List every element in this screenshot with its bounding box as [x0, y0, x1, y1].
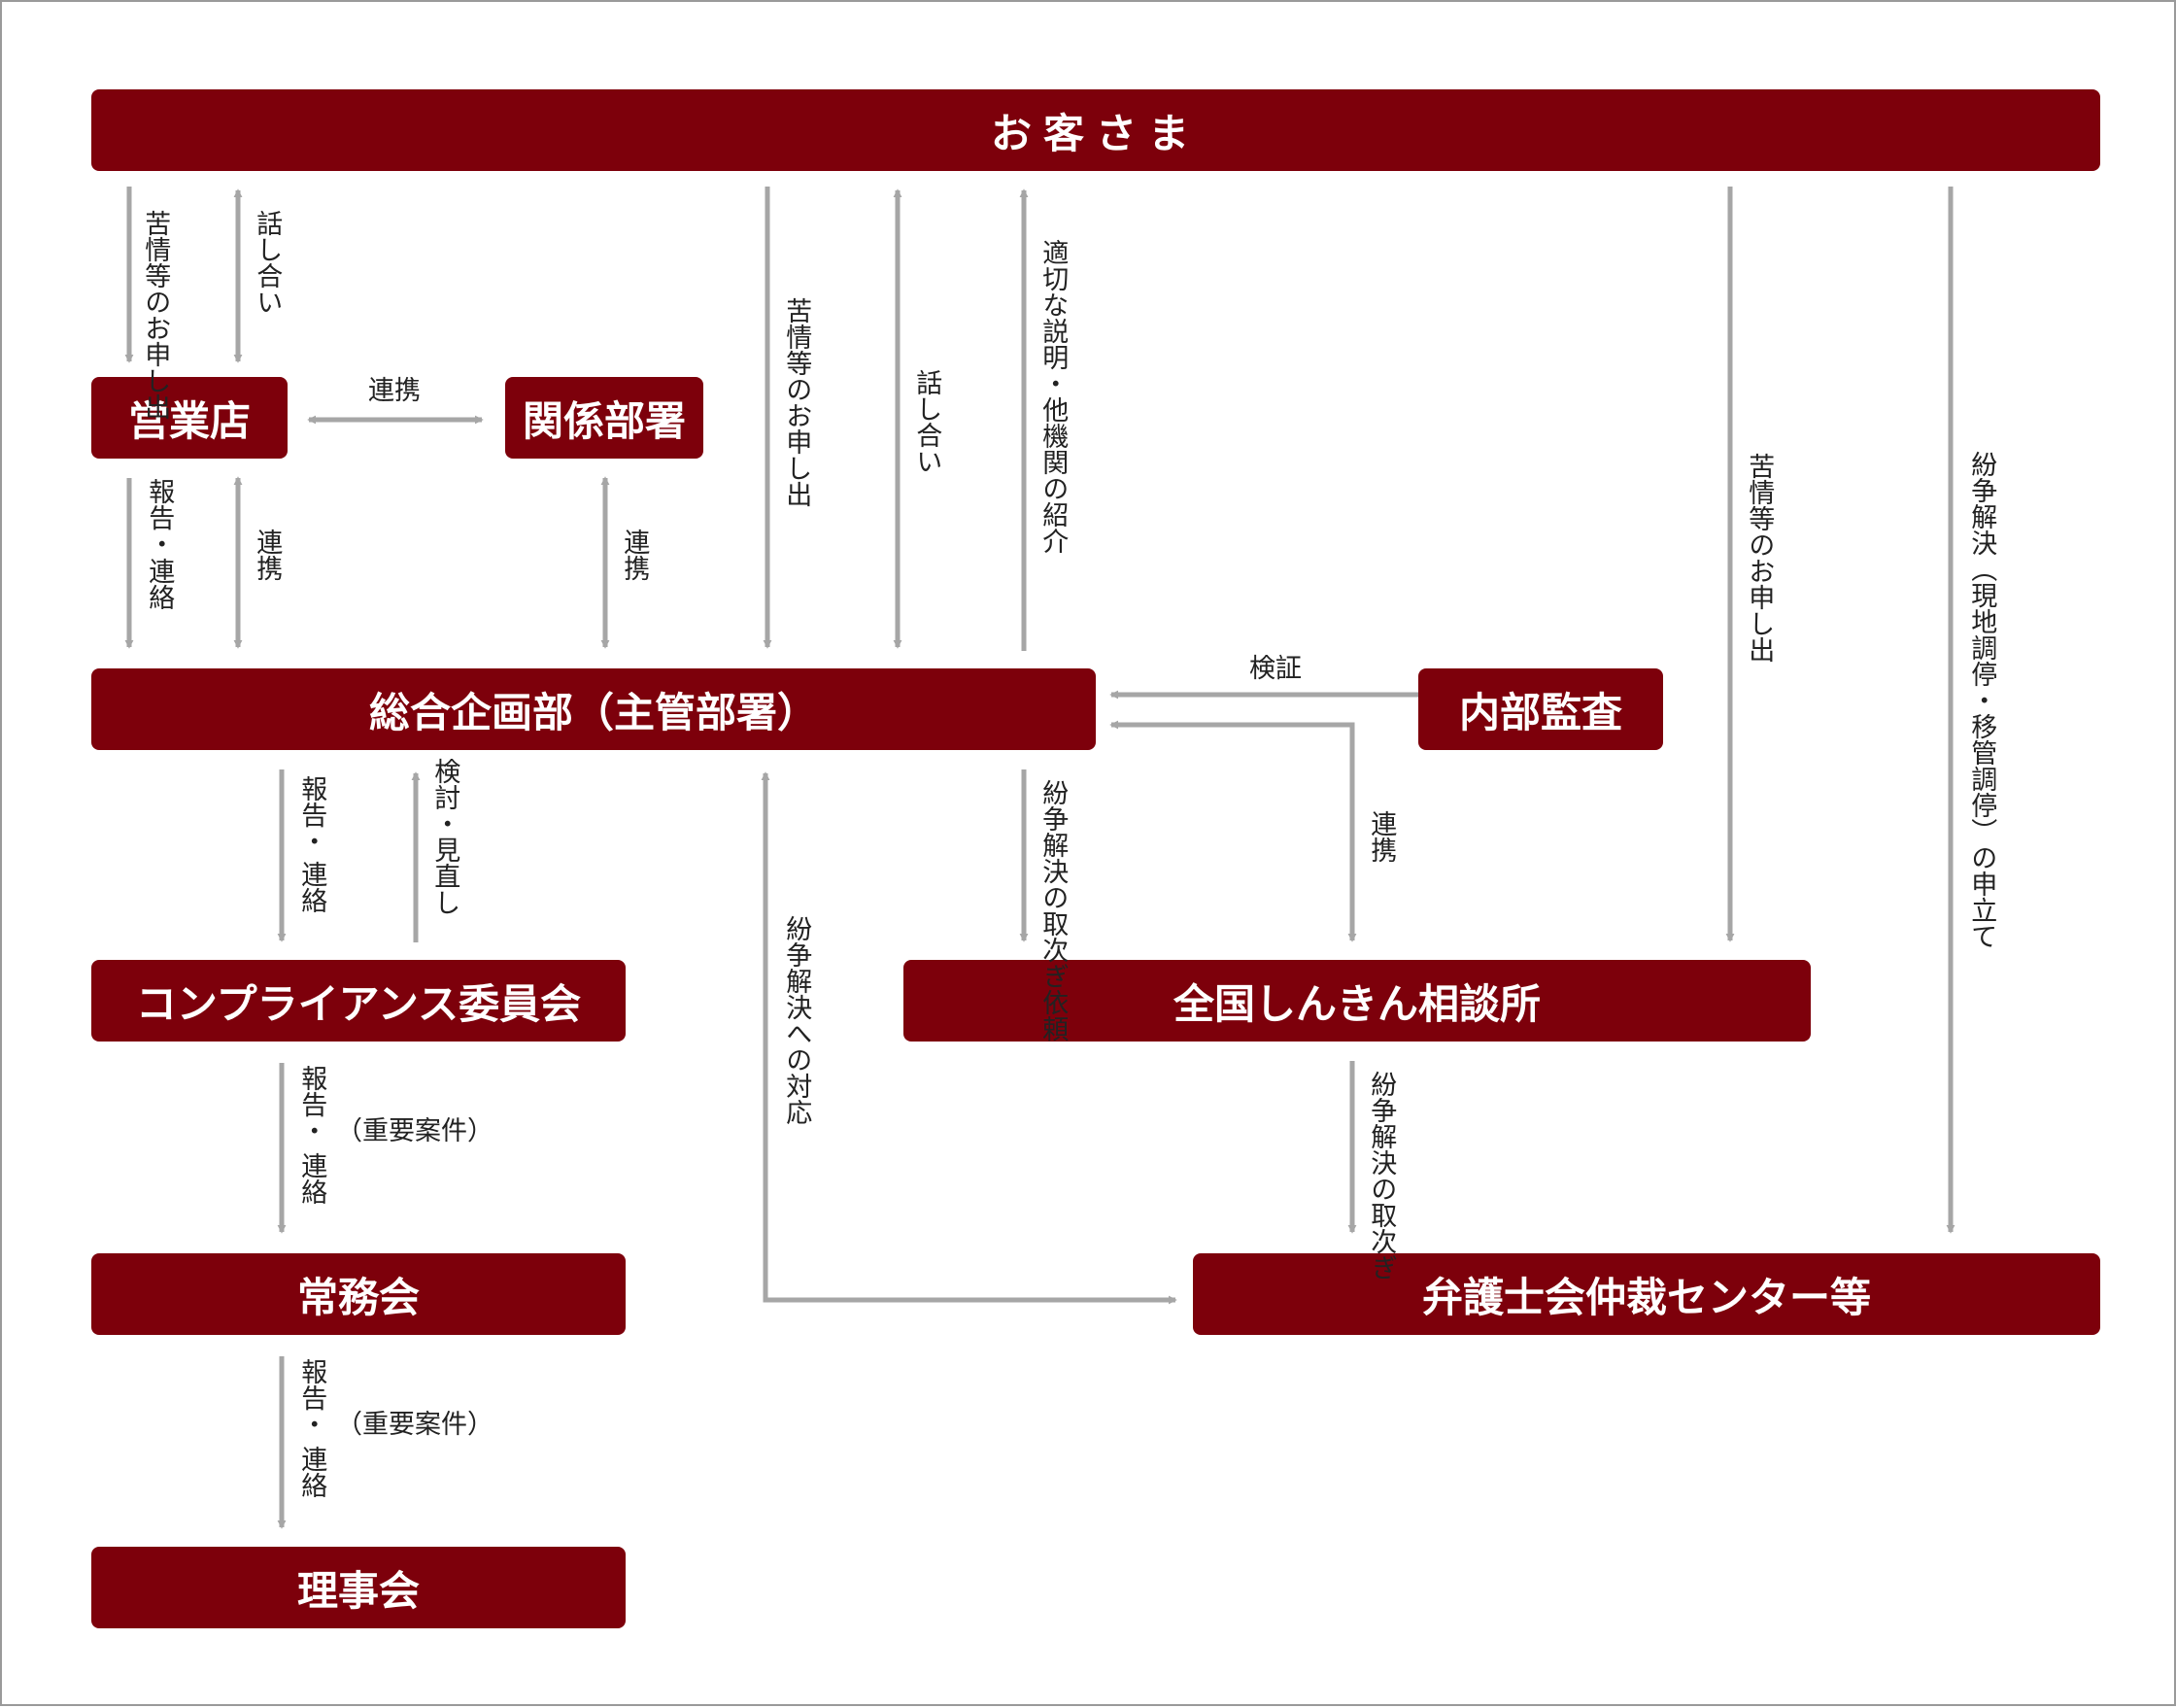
label-cooperation-center: 連携	[1366, 810, 1397, 863]
label-report-branch-2: 連絡	[144, 558, 175, 610]
label-dispute-pass: 紛争解決の取次ぎ	[1366, 1071, 1397, 1281]
label-talk-planning: 話し合い	[911, 369, 942, 474]
label-dispute-handling: 紛争解決への対応	[781, 915, 812, 1125]
box-customer: お客さま	[91, 89, 2100, 171]
label-report-branch: 報告・	[144, 478, 175, 557]
box-related-dept: 関係部署	[505, 377, 703, 459]
label-important-2: （重要案件）	[336, 1410, 493, 1440]
box-internal-audit: 内部監査	[1418, 668, 1663, 750]
label-report-compliance-2: 連絡	[296, 1152, 327, 1205]
label-talk-branch: 話し合い	[252, 210, 283, 315]
label-report-compliance: 報告・	[296, 1065, 327, 1144]
label-cooperation-branch-planning: 連携	[252, 529, 283, 581]
label-report-planning: 報告・	[296, 775, 327, 854]
label-explanation: 適切な説明・他機関の紹介	[1037, 239, 1069, 554]
label-verification: 検証	[1249, 654, 1302, 684]
box-compliance-committee: コンプライアンス委員会	[91, 960, 626, 1042]
label-review: 検討・見直し	[429, 758, 460, 915]
label-important-1: （重要案件）	[336, 1116, 493, 1146]
box-arbitration-center: 弁護士会仲裁センター等	[1193, 1253, 2100, 1335]
box-branch: 営業店	[91, 377, 288, 459]
box-executive-committee: 常務会	[91, 1253, 626, 1335]
label-report-executive-2: 連絡	[296, 1446, 327, 1498]
label-complaint-planning: 苦情等のお申し出	[781, 297, 812, 507]
box-board: 理事会	[91, 1547, 626, 1628]
arrow-planning-center-cooperation	[1109, 720, 1357, 942]
label-report-planning-2: 連絡	[296, 861, 327, 913]
label-mediation: 紛争解決︵現地調停・移管調停︶の申立て	[1966, 451, 1997, 949]
label-complaint-center: 苦情等のお申し出	[1744, 453, 1775, 663]
box-national-center: 全国しんきん相談所	[903, 960, 1811, 1042]
label-report-executive: 報告・	[296, 1358, 327, 1437]
box-general-planning: 総合企画部（主管部署）	[91, 668, 1096, 750]
label-cooperation-branch-dept: 連携	[368, 376, 421, 406]
arrow-planning-dispute-to-arbitration	[761, 771, 1177, 1305]
label-complaint-branch: 苦情等のお申し出	[140, 210, 171, 420]
label-dispute-referral: 紛争解決の取次ぎ依頼	[1037, 779, 1069, 1042]
label-cooperation-dept-planning: 連携	[619, 529, 650, 581]
